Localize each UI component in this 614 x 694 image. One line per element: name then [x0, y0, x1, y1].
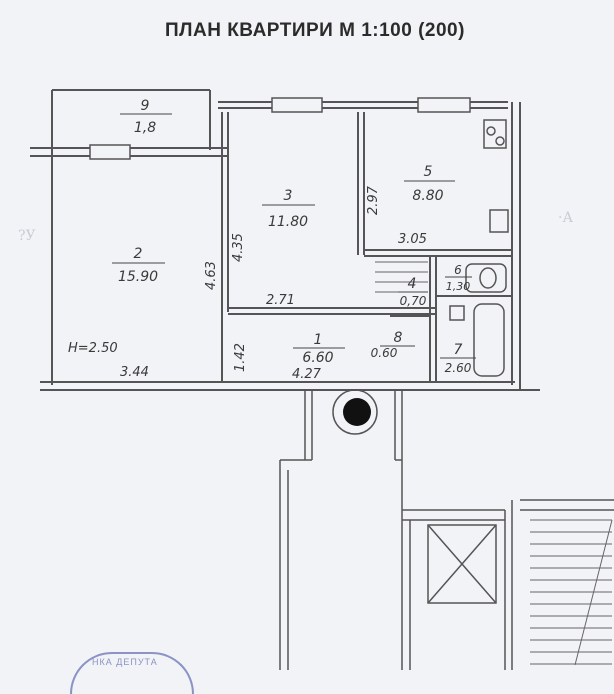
- window-room3: [271, 97, 323, 113]
- room-area-4: 0,70: [400, 294, 427, 308]
- room-number-9: 9: [141, 98, 150, 114]
- room-area-2: 15.90: [118, 269, 158, 285]
- room-area-3: 11.80: [268, 214, 308, 230]
- dim-3-05: 3.05: [398, 232, 427, 247]
- room-number-2: 2: [134, 246, 143, 262]
- elevator-shaft: [427, 524, 497, 604]
- plan-title: ПЛАН КВАРТИРИ М 1:100 (200): [165, 20, 465, 41]
- dim-2-71: 2.71: [266, 293, 295, 308]
- room-area-9: 1,8: [134, 120, 156, 136]
- room-area-8: 0.60: [371, 346, 398, 360]
- floor-plan: 9 1,8 2 15.90 3 11.80 5 8.80 4 0,70 6 1,…: [30, 89, 614, 670]
- entrance-door: [332, 389, 378, 435]
- faint-text: ?У: [18, 228, 36, 244]
- window-balcony: [89, 144, 131, 160]
- entrance-marker: [343, 398, 371, 426]
- ceiling-height: H=2.50: [68, 341, 118, 356]
- room-labels: 9 1,8 2 15.90 3 11.80 5 8.80 4 0,70 6 1,…: [112, 98, 476, 375]
- washbasin-icon: [449, 305, 465, 321]
- dim-4-27: 4.27: [292, 367, 322, 382]
- room-number-5: 5: [424, 164, 433, 180]
- stove-icon: [483, 119, 507, 149]
- room-number-3: 3: [284, 188, 293, 204]
- sink-icon: [489, 209, 509, 233]
- room-number-8: 8: [394, 330, 403, 346]
- room-area-6: 1,30: [446, 280, 471, 293]
- room-number-4: 4: [408, 276, 417, 292]
- dim-4-35: 4.35: [231, 233, 246, 262]
- room-number-1: 1: [314, 332, 323, 348]
- dim-1-42: 1.42: [233, 343, 248, 372]
- room-area-1: 6.60: [302, 350, 333, 366]
- window-room5: [417, 97, 471, 113]
- room-number-7: 7: [454, 342, 463, 358]
- stamp-text: НКА ДЕПУТА: [92, 657, 158, 667]
- faint-text: ·А: [558, 210, 574, 226]
- room-area-7: 2.60: [445, 361, 472, 375]
- toilet-icon: [465, 263, 507, 293]
- room-area-5: 8.80: [412, 188, 443, 204]
- dimension-labels: 4.63 4.35 2.97 3.05 2.71 1.42 3.44 4.27 …: [68, 185, 427, 382]
- dim-4-63: 4.63: [204, 261, 219, 290]
- room-number-6: 6: [454, 263, 462, 277]
- bathtub-icon: [473, 303, 505, 377]
- dim-2-97: 2.97: [366, 185, 381, 215]
- dim-3-44: 3.44: [120, 365, 149, 380]
